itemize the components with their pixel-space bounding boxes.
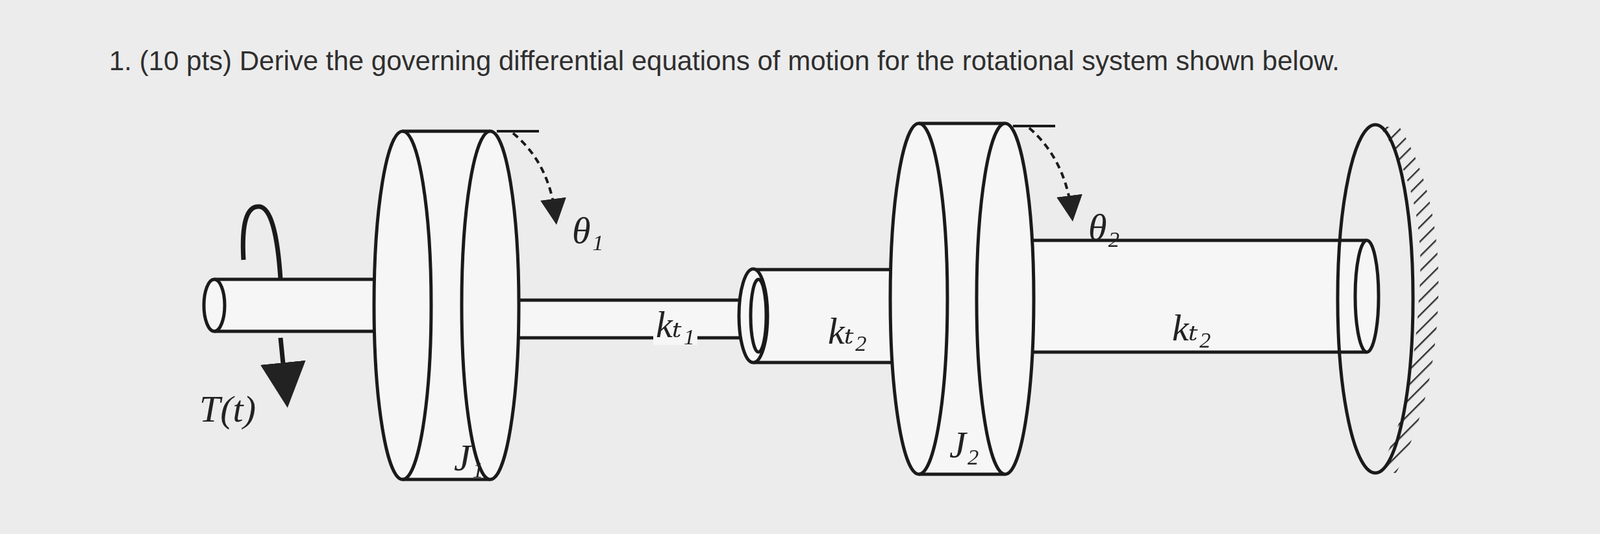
symbol-label: kₜ₂	[825, 311, 870, 352]
symbol-label: kₜ₁	[653, 304, 698, 345]
symbol-label: kₜ₂	[1169, 307, 1214, 349]
symbol-label: J₁	[451, 437, 487, 478]
symbol-label: θ₂	[1085, 207, 1123, 248]
question-title: 1. (10 pts) Derive the governing differe…	[109, 45, 1340, 77]
symbol-label: J₂	[946, 424, 982, 465]
symbol-label: T(t)	[196, 388, 259, 430]
symbol-label: θ₁	[569, 210, 607, 251]
